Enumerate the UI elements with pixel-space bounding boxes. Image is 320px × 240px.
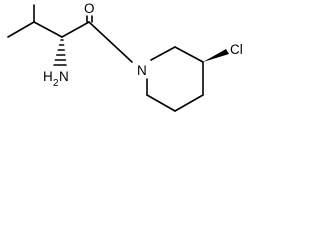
bond-methyl-left — [7, 21, 35, 38]
ring-bond-c5-c6 — [146, 94, 176, 112]
ring-bond-n-c2 — [150, 46, 176, 61]
stereo-wedge-bond — [203, 49, 229, 62]
chlorine-atom-label: Cl — [230, 42, 243, 57]
nitrogen-atom-label: N — [137, 63, 147, 78]
molecule-structure-diagram: O N Cl H 2 N — [7, 1, 243, 112]
oxygen-atom-label: O — [84, 1, 95, 16]
bond-carbonyl-nitrogen — [88, 21, 133, 63]
bond-alpha-carbonyl — [61, 21, 90, 38]
ring-bond-c4-c5 — [174, 94, 204, 112]
amine-h-count-label: 2 — [53, 78, 59, 89]
amine-n-label: N — [59, 69, 69, 84]
ring-bond-c2-c3 — [174, 46, 204, 63]
bond-isopropyl-alpha — [33, 21, 63, 38]
amine-h-label: H — [43, 69, 53, 84]
stereo-hash-bond — [53, 39, 67, 66]
